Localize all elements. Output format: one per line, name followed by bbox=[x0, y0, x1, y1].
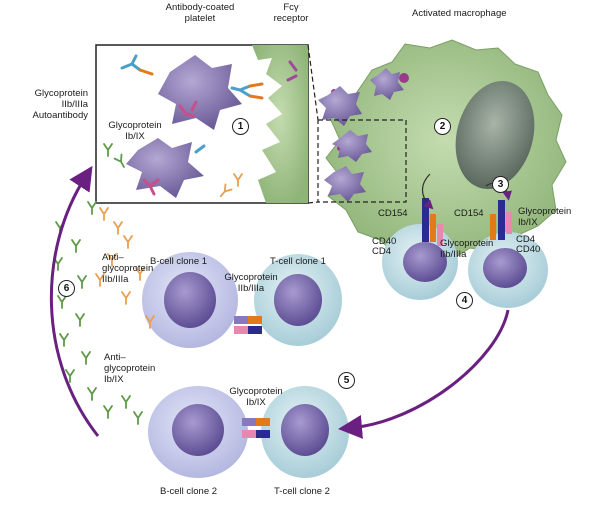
label-cd4-left: CD4 bbox=[372, 246, 392, 257]
step-6-marker: 6 bbox=[58, 280, 75, 297]
label-b-cell-clone-2: B-cell clone 2 bbox=[160, 486, 218, 497]
cell-pair-1 bbox=[142, 252, 342, 348]
label-activated-macrophage: Activated macrophage bbox=[412, 8, 507, 19]
label-glycoprotein-ib-ix-inset: Glycoprotein Ib/IX bbox=[108, 120, 162, 142]
zoom-indicator bbox=[307, 44, 407, 204]
label-anti-glycoprotein-ib-ix: Anti– glycoprotein Ib/IX bbox=[104, 352, 156, 385]
label-b-cell-clone-1: B-cell clone 1 bbox=[150, 256, 208, 267]
cell-pair-2 bbox=[148, 386, 349, 478]
label-t-cell-clone-1: T-cell clone 1 bbox=[270, 256, 326, 267]
label-glycoprotein-iib-iiia-mid: Glycoprotein IIb/IIIa bbox=[224, 272, 278, 294]
label-glycoprotein-iib-iiia-left: Glycoprotein IIb/IIIa bbox=[34, 88, 88, 110]
label-anti-glycoprotein-iib-iiia: Anti– glycoprotein IIb/IIIa bbox=[102, 252, 154, 285]
label-glycoprotein-iib-iiia-right: Glycoprotein IIb/IIIa bbox=[440, 238, 494, 260]
step-3-marker: 3 bbox=[492, 176, 509, 193]
label-t-cell-clone-2: T-cell clone 2 bbox=[274, 486, 330, 497]
label-fc-receptor: Fcγ receptor bbox=[273, 2, 309, 24]
label-cd154-right: CD154 bbox=[454, 208, 484, 219]
macrophage-t-cell-synapses bbox=[382, 173, 548, 308]
label-cd40-left: CD40 bbox=[372, 236, 397, 247]
label-cd40-right: CD40 bbox=[516, 244, 541, 255]
cycle-arrows bbox=[49, 165, 510, 439]
antibody-swarm-green bbox=[53, 201, 143, 425]
platelets-near-macrophage bbox=[318, 68, 404, 202]
label-cd4-right: CD4 bbox=[516, 234, 536, 245]
step-5-marker: 5 bbox=[338, 372, 355, 389]
magnified-inset bbox=[95, 44, 309, 204]
label-antibody-coated-platelet: Antibody-coated platelet bbox=[165, 2, 235, 24]
step-1-marker: 1 bbox=[232, 118, 249, 135]
step-4-marker: 4 bbox=[456, 292, 473, 309]
step-2-marker: 2 bbox=[434, 118, 451, 135]
label-glycoprotein-ib-ix-right: Glycoprotein Ib/IX bbox=[518, 206, 572, 228]
label-autoantibody: Autoantibody bbox=[32, 110, 88, 121]
label-glycoprotein-ib-ix-mid: Glycoprotein Ib/IX bbox=[229, 386, 283, 408]
label-cd154-left: CD154 bbox=[378, 208, 408, 219]
